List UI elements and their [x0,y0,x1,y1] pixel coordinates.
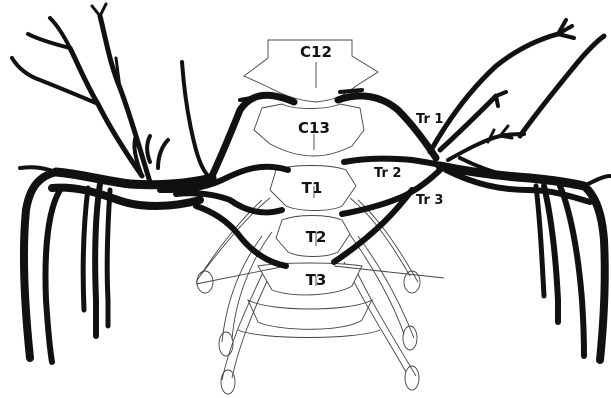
label-c12: C12 [300,43,332,61]
label-tr2: Tr 2 [374,166,401,181]
label-tr3: Tr 3 [416,193,443,208]
label-t2: T2 [306,228,327,246]
label-t1: T1 [302,179,323,197]
label-t3: T3 [306,271,327,289]
label-c13: C13 [298,119,330,137]
label-tr1: Tr 1 [416,112,443,127]
spinal-column [196,40,444,394]
